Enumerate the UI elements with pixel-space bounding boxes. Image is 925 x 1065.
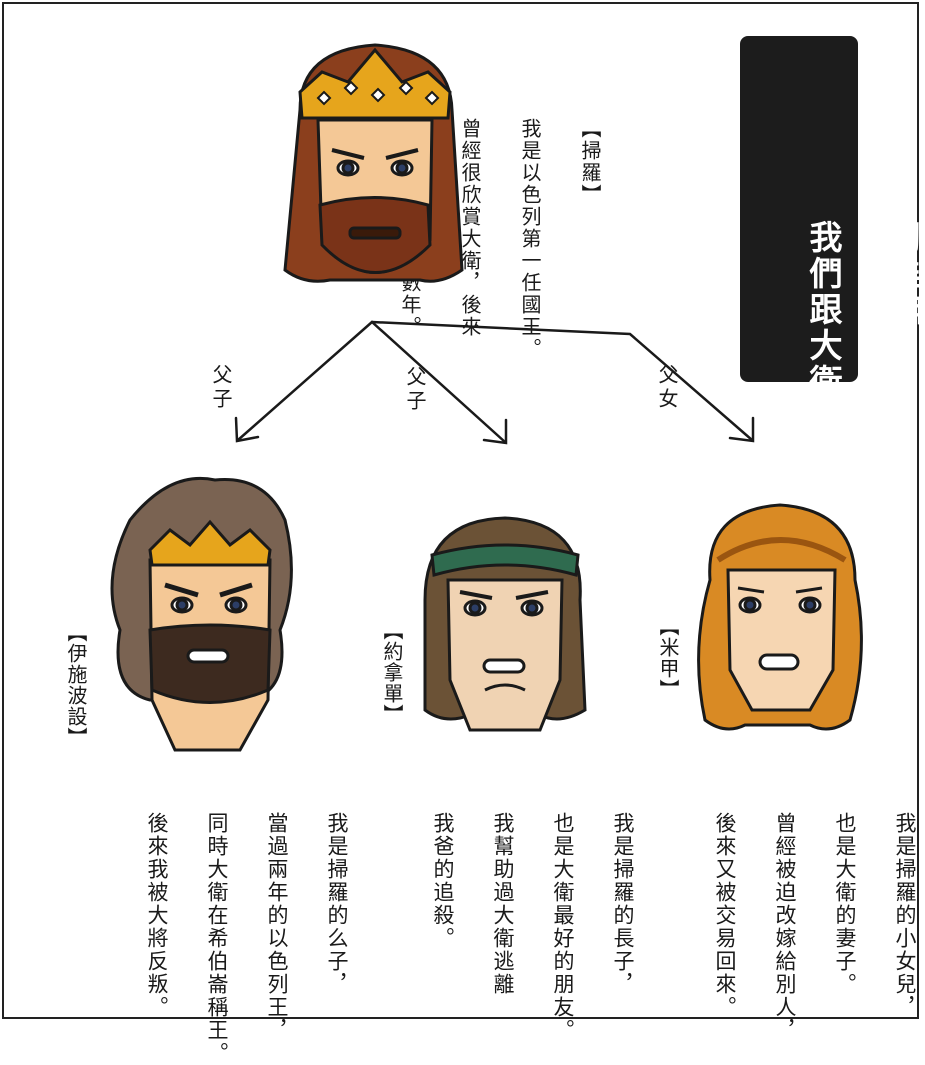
michal-desc-1: 我是掃羅的小女兒， (893, 812, 917, 1019)
relation-label-1: 父子 (209, 364, 233, 412)
title-line-1: 那些年， (896, 220, 925, 364)
ishbosheth-portrait (110, 476, 293, 752)
ishbosheth-desc-1: 我是掃羅的么子， (325, 812, 349, 996)
michal-desc: 我是掃羅的小女兒， 也是大衛的妻子。 曾經被迫改嫁給別人， 後來又被交易回來。 (710, 760, 925, 1042)
ishbosheth-name: 【伊施波設】 (64, 622, 88, 748)
title-box: 那些年， 我們跟大衛的淵源！ (740, 36, 925, 544)
jonathan-desc: 我是掃羅的長子， 也是大衛最好的朋友。 我幫助過大衛逃離 我爸的追殺。 (428, 760, 668, 1042)
saul-portrait (283, 43, 464, 283)
jonathan-desc-3: 我幫助過大衛逃離 (491, 812, 515, 996)
ishbosheth-desc-4: 後來我被大將反叛。 (145, 812, 169, 1019)
arrow-to-ishbosheth (236, 320, 374, 442)
title-line-2: 我們跟大衛的淵源！ (804, 220, 843, 544)
jonathan-desc-1: 我是掃羅的長子， (611, 812, 635, 996)
saul-name: 【掃羅】 (578, 118, 602, 206)
saul-desc-2: 曾經很欣賞大衛，後來 (458, 118, 482, 338)
panel-frame (2, 2, 919, 1019)
ishbosheth-desc: 我是掃羅的么子， 當過兩年的以色列王， 同時大衛在希伯崙稱王。 後來我被大將反叛… (142, 760, 382, 1065)
illustrations (110, 43, 863, 752)
jonathan-desc-2: 也是大衛最好的朋友。 (551, 812, 575, 1042)
jonathan-portrait (423, 516, 587, 732)
jonathan-name: 【約拿單】 (380, 620, 404, 725)
michal-desc-4: 後來又被交易回來。 (713, 812, 737, 1019)
jonathan-desc-4: 我爸的追殺。 (431, 812, 455, 950)
michal-name: 【米甲】 (656, 616, 680, 700)
michal-desc-2: 也是大衛的妻子。 (833, 812, 857, 996)
title-text: 那些年， 我們跟大衛的淵源！ (754, 52, 925, 544)
relation-arrows (234, 320, 755, 445)
saul-desc-1: 我是以色列第一任國王。 (518, 118, 542, 360)
michal-portrait (697, 503, 863, 731)
michal-desc-3: 曾經被迫改嫁給別人， (773, 812, 797, 1042)
arrow-to-jonathan (370, 320, 507, 444)
arrow-to-michal (370, 320, 754, 442)
arrowhead-jonathan (482, 418, 508, 445)
relation-label-2: 父子 (403, 366, 427, 414)
ishbosheth-desc-2: 當過兩年的以色列王， (265, 812, 289, 1042)
arrowhead-michal (728, 416, 755, 443)
arrowhead-ishbosheth (234, 416, 260, 443)
